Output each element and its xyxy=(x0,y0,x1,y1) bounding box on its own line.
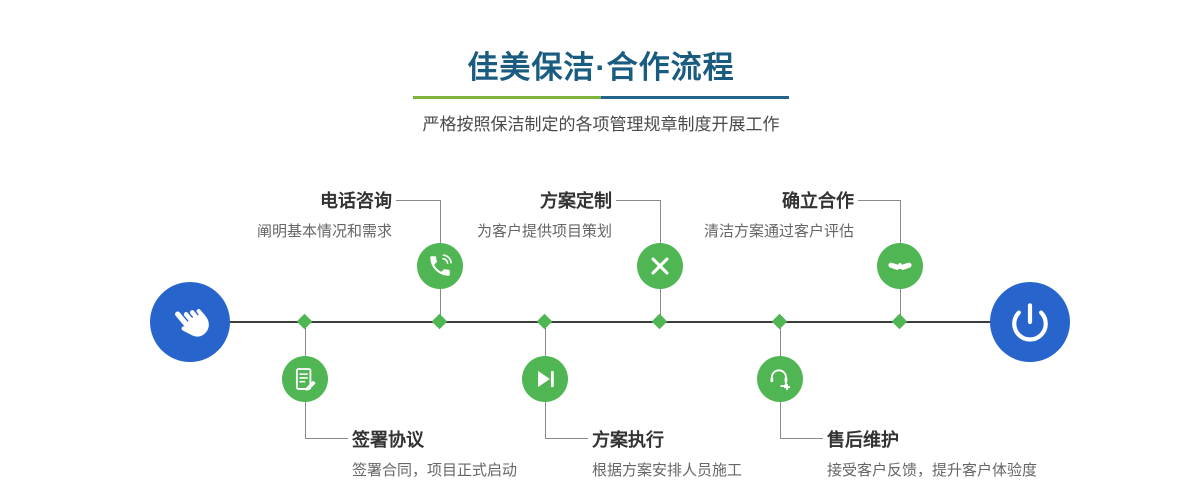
connector-line xyxy=(545,438,588,439)
connector-line xyxy=(780,323,781,356)
timeline-node-diamond xyxy=(296,313,313,330)
contract-icon xyxy=(295,368,316,391)
page-title: 佳美保洁·合作流程 xyxy=(467,50,735,85)
connector-line xyxy=(545,323,546,356)
step-desc: 接受客户反馈，提升客户体验度 xyxy=(827,462,1038,479)
timeline-node-diamond xyxy=(536,313,553,330)
step-desc: 签署合同，项目正式启动 xyxy=(352,462,518,479)
connector-line xyxy=(396,200,440,201)
handshake-icon xyxy=(888,262,912,270)
design-tools-icon xyxy=(651,257,669,275)
step-label: 方案执行 xyxy=(592,430,664,450)
step-execute-node xyxy=(522,356,568,402)
end-node xyxy=(990,282,1070,362)
connector-line xyxy=(440,200,441,243)
step-desc: 根据方案安排人员施工 xyxy=(592,462,743,479)
step-contract-text: 签署协议 签署合同，项目正式启动 xyxy=(352,426,517,480)
timeline xyxy=(190,321,1030,323)
step-label: 售后维护 xyxy=(827,430,899,450)
connector-line xyxy=(616,200,660,201)
start-node xyxy=(150,282,230,362)
step-execute-text: 方案执行 根据方案安排人员施工 xyxy=(592,426,742,480)
step-handshake-node xyxy=(877,243,923,289)
connector-line xyxy=(900,200,901,243)
step-desc: 清洁方案通过客户评估 xyxy=(703,223,854,240)
connector-line xyxy=(305,323,306,356)
step-label: 电话咨询 xyxy=(320,191,392,211)
timeline-node-diamond xyxy=(651,313,668,330)
connector-line xyxy=(858,200,900,201)
timeline-node-diamond xyxy=(891,313,908,330)
step-desc: 阐明基本情况和需求 xyxy=(256,223,392,240)
step-handshake-text: 确立合作 清洁方案通过客户评估 xyxy=(704,187,854,241)
timeline-node-diamond xyxy=(431,313,448,330)
step-design-node xyxy=(637,243,683,289)
step-label: 确立合作 xyxy=(782,191,854,211)
step-support-text: 售后维护 接受客户反馈，提升客户体验度 xyxy=(827,426,1037,480)
connector-line xyxy=(660,289,661,321)
connector-line xyxy=(660,200,661,243)
divider-blue-segment xyxy=(601,96,789,99)
step-desc: 为客户提供项目策划 xyxy=(476,223,612,240)
connector-line xyxy=(545,402,546,438)
connector-line xyxy=(780,438,823,439)
step-contract-node xyxy=(282,356,328,402)
power-icon xyxy=(1012,303,1048,342)
divider-green-segment xyxy=(413,96,601,99)
step-label: 签署协议 xyxy=(352,430,424,450)
step-label: 方案定制 xyxy=(540,191,612,211)
headset-icon xyxy=(770,369,791,391)
pointing-hand-icon xyxy=(175,308,209,337)
connector-line xyxy=(780,402,781,438)
title-divider xyxy=(413,96,789,99)
connector-line xyxy=(900,289,901,321)
connector-line xyxy=(305,402,306,438)
page-subtitle: 严格按照保洁制定的各项管理规章制度开展工作 xyxy=(422,115,780,134)
connector-line xyxy=(305,438,348,439)
step-phone-text: 电话咨询 阐明基本情况和需求 xyxy=(257,187,392,241)
step-phone-node xyxy=(417,243,463,289)
phone-icon xyxy=(430,254,452,276)
step-support-node xyxy=(757,356,803,402)
step-design-text: 方案定制 为客户提供项目策划 xyxy=(477,187,612,241)
play-icon xyxy=(537,370,554,388)
timeline-node-diamond xyxy=(771,313,788,330)
connector-line xyxy=(440,289,441,321)
